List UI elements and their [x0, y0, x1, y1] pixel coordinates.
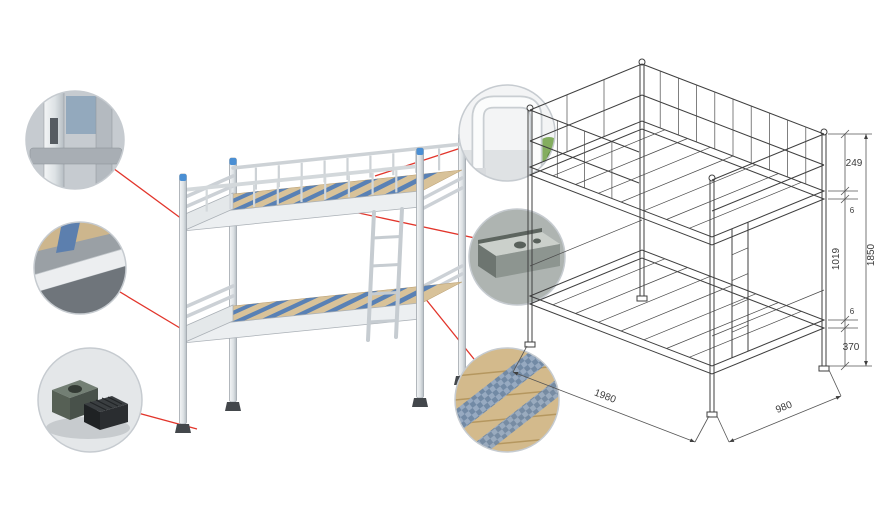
- dim-bunk-clearance: 1019: [831, 247, 842, 270]
- dim-overall-width: 980: [774, 399, 794, 416]
- dim-overall-height: 1850: [866, 243, 877, 266]
- post-cap: [416, 148, 424, 155]
- post-cap: [179, 174, 187, 181]
- rail-shadow: [34, 266, 126, 314]
- joint-window: [66, 96, 98, 134]
- callout-support-bracket: [468, 208, 566, 306]
- bracket-hole: [533, 238, 541, 244]
- top-bunk-back-guardrail: [231, 142, 464, 190]
- bed-post: [458, 132, 466, 377]
- callout-frame-joint: [25, 90, 125, 190]
- bed-ladder: [366, 207, 404, 342]
- dim-overall-length: 1980: [593, 388, 618, 406]
- dimension-annotations: 249 6 1019 1850 6 370 1980 980: [512, 129, 877, 443]
- tech-guardrails: [529, 63, 825, 212]
- tech-ladder: [529, 219, 825, 358]
- joint-vertical-tube: [95, 91, 113, 189]
- callout-foot-pads: [37, 347, 143, 453]
- bed-front-posts: [175, 147, 428, 433]
- rail-slat-wood: [34, 222, 126, 252]
- post-foot: [225, 402, 241, 411]
- bracket-hole: [514, 241, 526, 249]
- tech-bottom-frame: [528, 249, 826, 375]
- dim-bottom-frame-thickness: 6: [850, 307, 855, 316]
- bracket-side-face: [478, 244, 496, 278]
- tech-top-slats: [552, 129, 802, 229]
- rail-frame-bar: [34, 247, 126, 295]
- post-foot: [412, 398, 428, 407]
- guardrail-bracket: [468, 168, 486, 178]
- tech-posts: [524, 58, 830, 418]
- bunk-bed-illustration: [175, 132, 470, 433]
- tech-bottom-slats: [552, 258, 802, 358]
- joint-horizontal-tube: [29, 147, 123, 165]
- bracket-edge: [478, 228, 542, 245]
- foot-pad-block: [84, 396, 128, 430]
- callout-side-rail-corner: [33, 221, 127, 315]
- post-cap: [229, 158, 237, 165]
- technical-drawing: 249 6 1019 1850 6 370 1980 980: [512, 58, 877, 443]
- post-foot: [175, 424, 191, 433]
- joint-slot: [50, 118, 58, 144]
- dim-top-frame-thickness: 6: [850, 206, 855, 215]
- bed-post: [179, 173, 187, 425]
- tech-top-frame: [528, 120, 826, 246]
- rail-strap: [56, 222, 80, 253]
- top-bunk-front-guardrail: [181, 164, 422, 212]
- dim-guardrail-height: 249: [846, 158, 863, 169]
- detail-callouts: [25, 84, 566, 453]
- bed-post: [416, 147, 424, 399]
- dim-under-bed-clearance: 370: [843, 342, 860, 353]
